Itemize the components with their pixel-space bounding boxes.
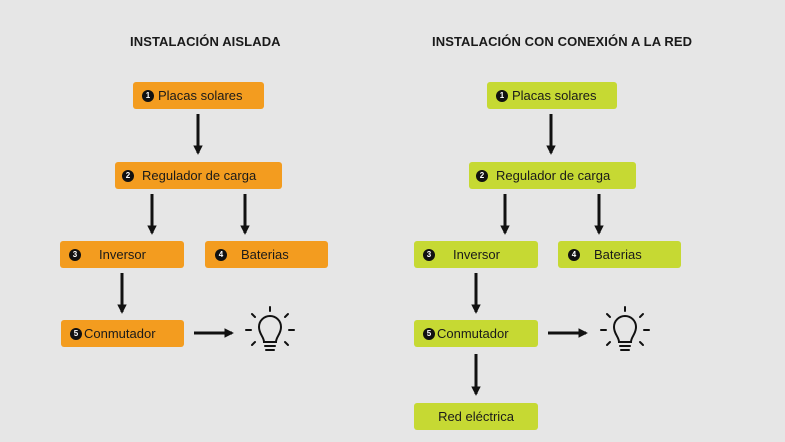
left-node-inversor: 3 Inversor <box>60 241 184 268</box>
step-number-badge: 1 <box>496 89 508 102</box>
step-number-badge: 2 <box>476 169 488 182</box>
light-bulb-icon <box>600 306 650 351</box>
left-node-placas-solares: 1 Placas solares <box>133 82 264 109</box>
node-label: Regulador de carga <box>142 168 257 183</box>
step-number-badge: 2 <box>122 169 134 182</box>
node-label: Red eléctrica <box>438 409 514 424</box>
node-label: Placas solares <box>158 88 243 103</box>
node-label: Inversor <box>99 247 146 262</box>
left-node-baterias: 4 Baterias <box>205 241 328 268</box>
step-number-badge: 4 <box>568 248 580 261</box>
step-number-badge: 1 <box>142 89 154 102</box>
right-node-red-electrica: Red eléctrica <box>414 403 538 430</box>
node-label: Baterias <box>594 247 642 262</box>
right-node-conmutador: 5 Conmutador <box>414 320 538 347</box>
right-node-inversor: 3 Inversor <box>414 241 538 268</box>
step-number-badge: 4 <box>215 248 227 261</box>
left-title: INSTALACIÓN AISLADA <box>130 34 281 49</box>
node-label: Baterias <box>241 247 289 262</box>
right-node-regulador-de-carga: 2 Regulador de carga <box>469 162 636 189</box>
left-node-regulador-de-carga: 2 Regulador de carga <box>115 162 282 189</box>
node-label: Conmutador <box>437 326 509 341</box>
node-label: Placas solares <box>512 88 597 103</box>
node-label: Conmutador <box>84 326 156 341</box>
step-number-badge: 3 <box>69 248 81 261</box>
right-node-placas-solares: 1 Placas solares <box>487 82 617 109</box>
node-label: Inversor <box>453 247 500 262</box>
left-node-conmutador: 5 Conmutador <box>61 320 184 347</box>
right-node-baterias: 4 Baterias <box>558 241 681 268</box>
step-number-badge: 3 <box>423 248 435 261</box>
node-label: Regulador de carga <box>496 168 611 183</box>
light-bulb-icon <box>245 306 295 351</box>
step-number-badge: 5 <box>70 327 82 340</box>
right-title: INSTALACIÓN CON CONEXIÓN A LA RED <box>432 34 693 49</box>
step-number-badge: 5 <box>423 327 435 340</box>
